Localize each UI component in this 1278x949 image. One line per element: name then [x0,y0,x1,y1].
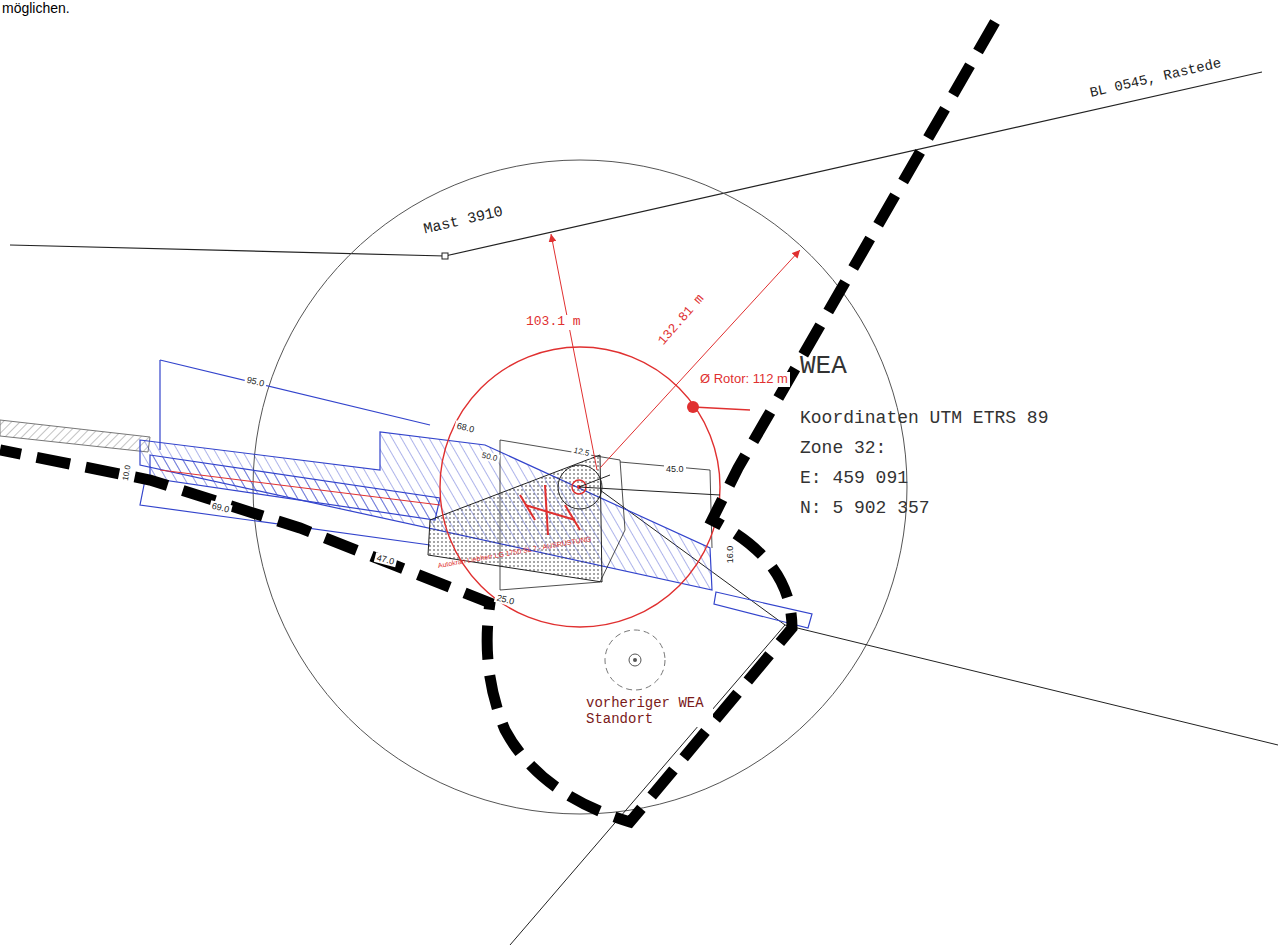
dimension: 12.5 [571,445,592,459]
coordinate-text: N: 5 902 357 [800,498,930,519]
dimension: 25.0 [494,592,517,607]
coordinate-text: E: 459 091 [800,468,908,489]
dimension: 45.0 [664,464,686,474]
cut-text: möglichen. [2,0,70,16]
distance-label: 132.81 m [654,290,709,350]
dimension: 16.0 [725,544,735,566]
turbine-title: WEA [800,352,847,382]
dimension: 69.0 [209,500,232,515]
dimension: 47.0 [374,552,397,567]
dimension: 10.0 [120,463,132,484]
dimension: 95.0 [244,374,267,389]
line-name: BL 0545, Rastede [1088,55,1223,101]
location-label: vorheriger WEA Standort [584,695,713,727]
coordinate-text: Koordinaten UTM ETRS 89 [800,408,1048,429]
mast-label: Mast 3910 [420,203,507,239]
rotor-label: Ø Rotor: 112 m [698,372,790,387]
coordinate-text: Zone 32: [800,438,886,459]
distance-label: 103.1 m [524,315,583,330]
dimension: 68.0 [454,420,477,435]
